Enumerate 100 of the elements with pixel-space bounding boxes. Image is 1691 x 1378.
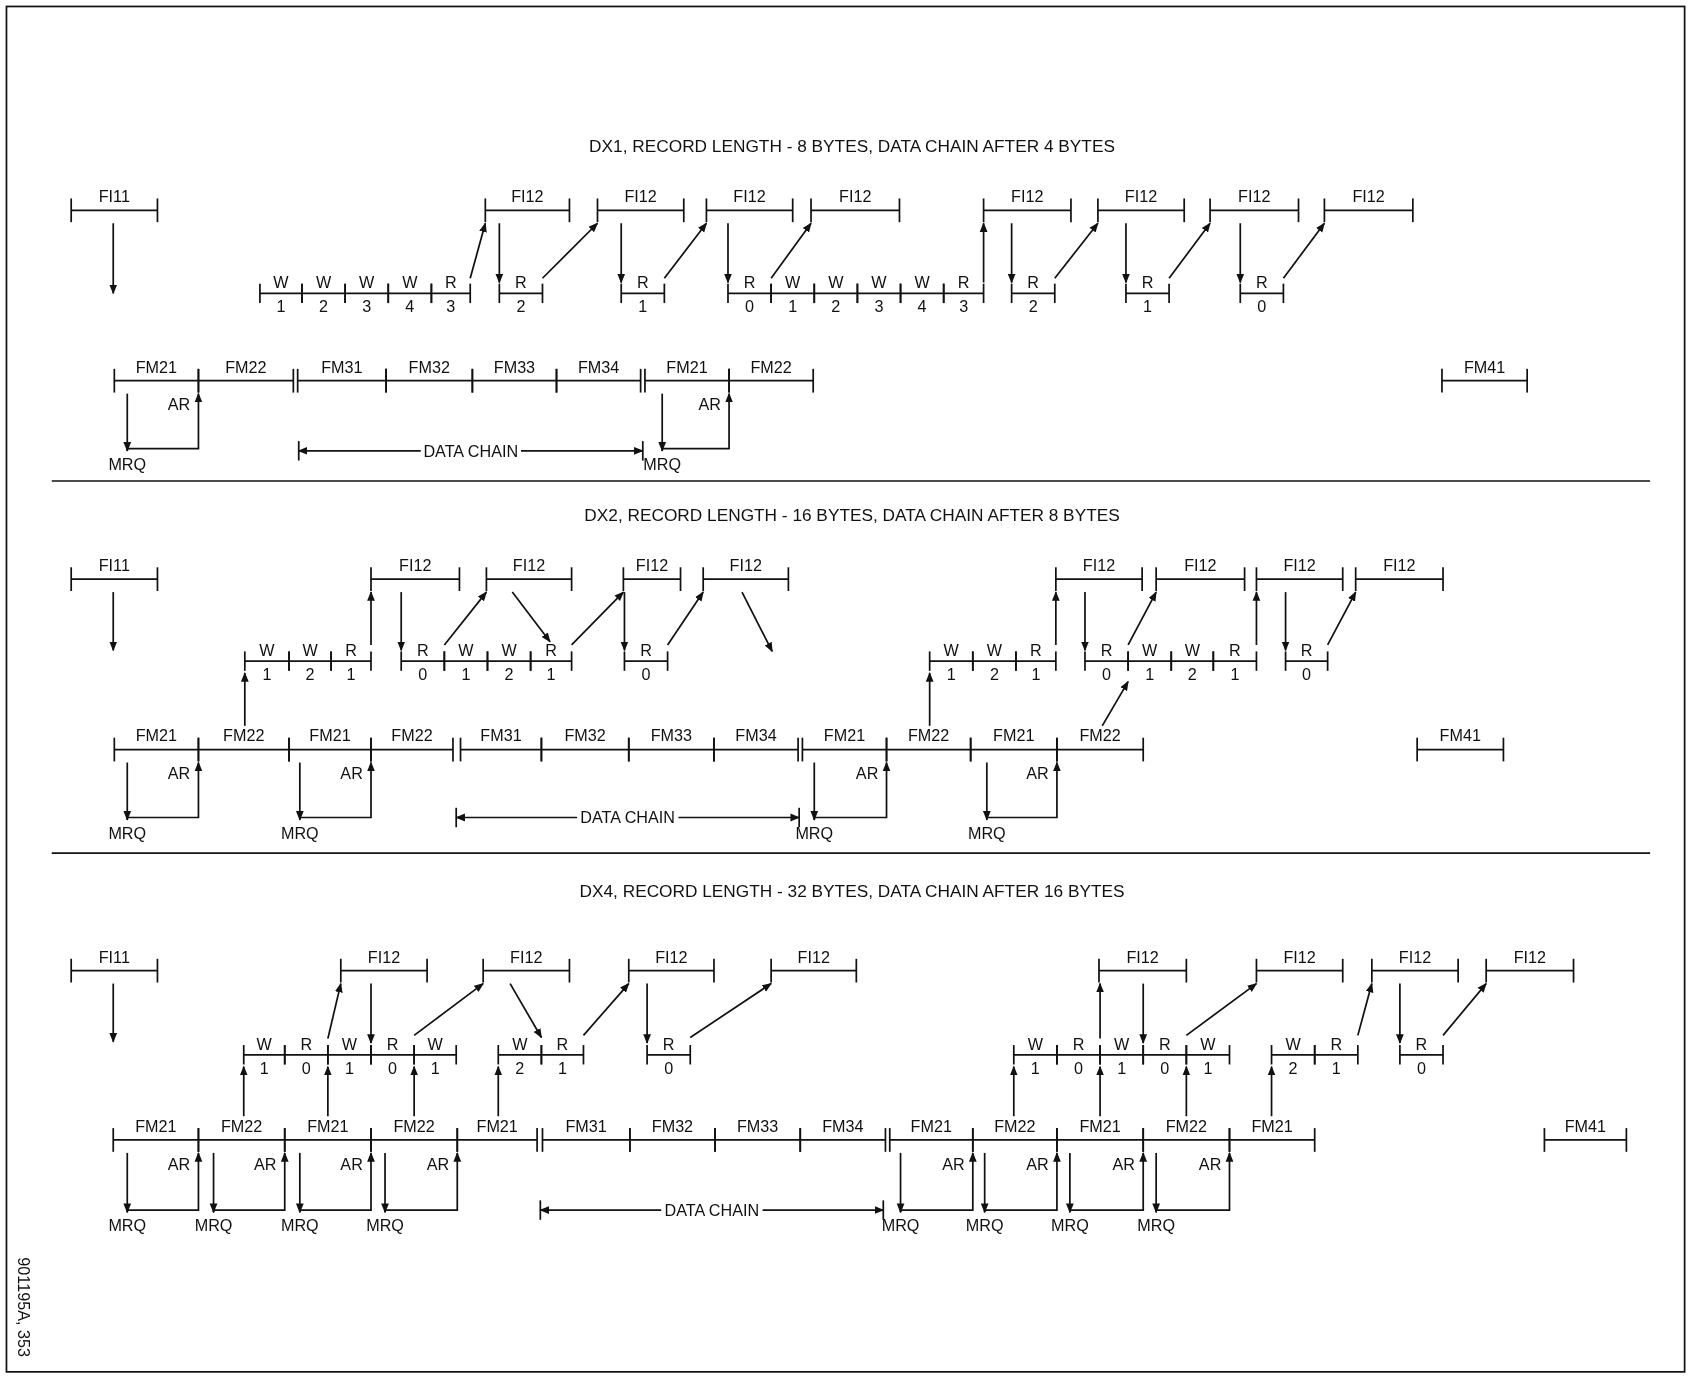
cell-number: 1 <box>638 298 648 315</box>
byte-cell <box>1010 273 1056 315</box>
arrow <box>617 222 626 284</box>
arrow <box>1442 982 1488 1037</box>
byte-cell <box>1239 273 1285 315</box>
segment-label: FM41 <box>1564 1117 1607 1135</box>
byte-cell <box>942 273 985 315</box>
edge-label: AR <box>167 396 191 413</box>
arrow <box>494 1065 503 1118</box>
arrow <box>1267 1065 1276 1118</box>
byte-cell <box>726 273 773 315</box>
byte-cell <box>1170 641 1215 683</box>
edge-label: AR <box>254 1155 277 1172</box>
segment-label: FM33 <box>736 1117 779 1135</box>
cell-letter: W <box>986 642 1002 659</box>
byte-cell <box>326 1035 373 1077</box>
arrow <box>509 982 543 1039</box>
cell-number: 3 <box>446 298 456 315</box>
byte-cell <box>770 273 816 315</box>
segment-label: FI12 <box>1238 188 1271 205</box>
arrow <box>770 222 812 280</box>
cell-letter: W <box>828 274 844 291</box>
panel-title: DX4, RECORD LENGTH - 32 BYTES, DATA CHAIN AFTER 16 BYTES <box>579 883 1125 901</box>
arrow <box>410 1065 419 1118</box>
cell-number: 1 <box>557 1059 567 1076</box>
signal-label: MRQ <box>795 824 834 841</box>
segment-label: FI12 <box>729 557 762 574</box>
cell-number: 1 <box>461 665 471 683</box>
cell-number: 0 <box>1102 665 1112 683</box>
cell-letter: W <box>871 274 887 291</box>
cell-number: 2 <box>831 298 841 315</box>
segment-label: FM22 <box>220 1117 263 1135</box>
arrow <box>1127 591 1157 646</box>
dimension-label: DATA CHAIN <box>577 809 679 826</box>
edge-label: AR <box>340 1155 363 1172</box>
arrow <box>126 392 203 452</box>
arrow <box>570 591 625 646</box>
segment-label: FM22 <box>223 727 265 744</box>
cell-letter: R <box>545 642 557 659</box>
signal-label: MRQ <box>881 1217 920 1234</box>
byte-cell <box>646 1035 692 1077</box>
cell-letter: R <box>1229 642 1241 659</box>
arrow <box>1236 222 1245 284</box>
segment-label: FI12 <box>1283 948 1316 965</box>
byte-cell <box>928 641 974 683</box>
arrow <box>983 1151 1061 1214</box>
signal-label: MRQ <box>965 1217 1004 1234</box>
cell-number: 1 <box>430 1059 440 1076</box>
byte-cell <box>1124 273 1171 315</box>
dimension-label: DATA CHAIN <box>661 1202 763 1219</box>
cell-number: 0 <box>1160 1059 1170 1076</box>
cell-number: 1 <box>946 665 956 683</box>
arrow <box>109 222 118 295</box>
cell-letter: W <box>1285 1035 1301 1053</box>
cell-number: 2 <box>989 665 999 683</box>
segment-label: FI12 <box>1398 948 1432 965</box>
byte-cell <box>971 641 1018 683</box>
arrow <box>397 591 406 652</box>
byte-cell <box>413 1035 458 1077</box>
arrow <box>661 392 733 452</box>
edge-label: AR <box>1026 1155 1049 1172</box>
cell-letter: W <box>1114 1035 1130 1053</box>
cell-letter: W <box>359 274 375 291</box>
cell-letter: R <box>345 642 357 659</box>
byte-cell <box>498 273 544 315</box>
edge-label: AR <box>1026 765 1049 782</box>
byte-cell <box>242 1035 286 1077</box>
arrow <box>1096 982 1104 1040</box>
segment-label: FI12 <box>1283 557 1316 574</box>
signal-label: MRQ <box>108 455 147 472</box>
arrow <box>1009 1065 1018 1118</box>
byte-cell <box>813 273 859 315</box>
segment-label: FI12 <box>1082 557 1116 574</box>
byte-cell <box>283 1035 329 1077</box>
cell-number: 3 <box>874 298 884 315</box>
cell-number: 2 <box>504 665 514 683</box>
segment-label: FM34 <box>577 358 620 375</box>
arrow <box>239 1065 248 1118</box>
cell-letter: W <box>458 642 474 659</box>
arrow <box>1081 591 1089 652</box>
arrow <box>666 591 705 646</box>
byte-cell <box>1055 1035 1102 1077</box>
byte-cell <box>1313 1035 1359 1077</box>
arrow <box>979 222 988 284</box>
byte-cell <box>243 641 291 683</box>
segment-label: FM33 <box>493 358 536 375</box>
segment-label: FM22 <box>225 358 267 375</box>
arrow <box>899 1151 977 1214</box>
cell-number: 0 <box>641 665 651 683</box>
cell-letter: R <box>636 274 649 291</box>
signal-label: MRQ <box>108 1217 147 1234</box>
cell-number: 2 <box>1187 665 1197 683</box>
signal-label: MRQ <box>280 1217 319 1234</box>
arrow <box>724 222 732 284</box>
cell-letter: R <box>416 642 429 659</box>
arrow <box>1053 222 1099 280</box>
byte-cell <box>387 273 433 315</box>
cell-number: 4 <box>917 298 927 315</box>
cell-number: 1 <box>1203 1059 1213 1076</box>
segment-label: FM21 <box>666 358 708 375</box>
